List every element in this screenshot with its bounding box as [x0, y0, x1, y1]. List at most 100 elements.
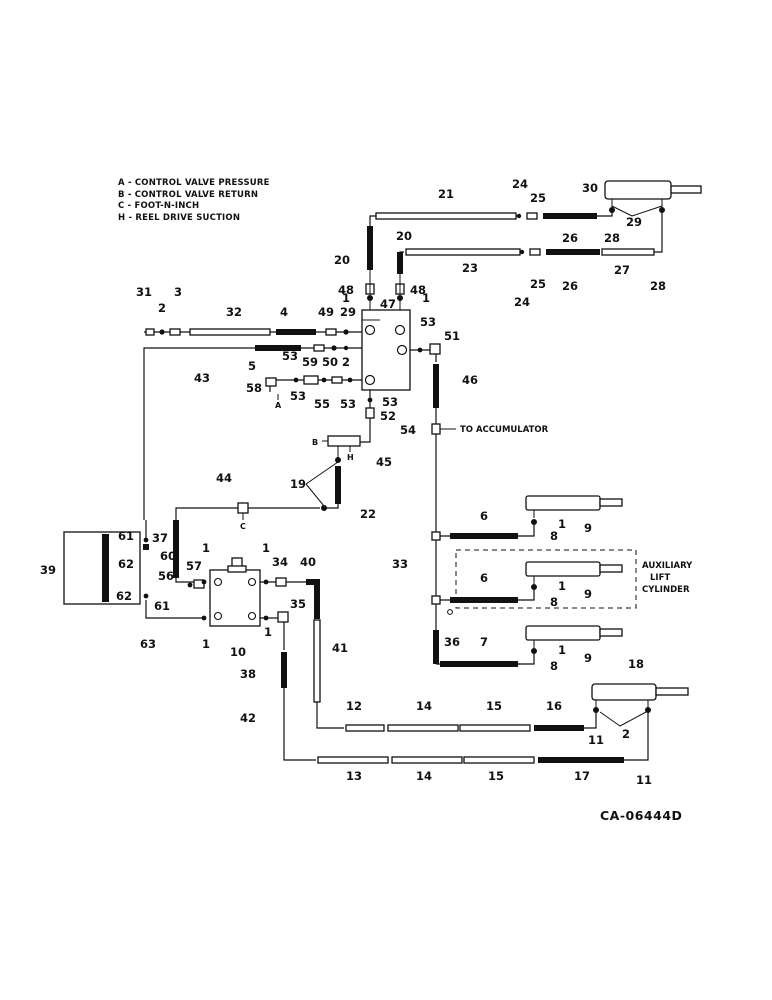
part-number-label: 59 — [302, 355, 318, 369]
part-number-label: 1 — [558, 643, 566, 657]
part-number-label: 10 — [230, 645, 246, 659]
supply-line-left — [144, 328, 362, 336]
legend: A - CONTROL VALVE PRESSURE B - CONTROL V… — [118, 178, 270, 224]
part-number-label: 4 — [280, 305, 288, 319]
part-number-label: 24 — [512, 177, 528, 191]
part-number-label: 31 — [136, 285, 152, 299]
part-number-label: 42 — [240, 711, 256, 725]
part-number-label: 60 — [160, 549, 176, 563]
part-number-label: 55 — [314, 397, 330, 411]
part-number-label: 9 — [584, 521, 592, 535]
part-number-label: 9 — [584, 587, 592, 601]
part-number-label: 41 — [332, 641, 348, 655]
part-number-label: 8 — [550, 529, 558, 543]
reel-lift-cylinder-lower — [591, 683, 689, 713]
part-number-label: 17 — [574, 769, 590, 783]
part-number-label: 1 — [262, 541, 270, 555]
part-number-label: 36 — [444, 635, 460, 649]
pressure-line-right — [410, 343, 520, 667]
part-number-label: 14 — [416, 699, 432, 713]
port-letter-b: B — [312, 438, 318, 447]
drawing-code: CA-06444D — [600, 808, 683, 823]
part-number-label: 48 — [338, 283, 354, 297]
part-number-label: 5 — [248, 359, 256, 373]
reservoir-39 — [63, 520, 206, 619]
lift-cylinder-upper — [440, 495, 623, 539]
part-number-label: 20 — [396, 229, 412, 243]
auxiliary-label-1: AUXILIARY — [642, 561, 693, 571]
part-number-label: 35 — [290, 597, 306, 611]
part-number-label: 15 — [486, 699, 502, 713]
part-number-label: 2 — [158, 301, 166, 315]
part-number-label: 1 — [202, 541, 210, 555]
part-number-label: 9 — [584, 651, 592, 665]
part-number-label: 29 — [626, 215, 642, 229]
control-valve-47 — [361, 309, 411, 391]
part-number-label: 6 — [480, 509, 488, 523]
part-number-label: 1 — [264, 625, 272, 639]
part-number-label: 48 — [410, 283, 426, 297]
part-number-label: 7 — [480, 635, 488, 649]
port-letter-a: A — [275, 401, 282, 410]
part-number-label: 8 — [550, 595, 558, 609]
part-number-label: 45 — [376, 455, 392, 469]
legend-a: A - CONTROL VALVE PRESSURE — [118, 178, 270, 188]
part-number-label: 15 — [488, 769, 504, 783]
part-number-label: 28 — [650, 279, 666, 293]
legend-h: H - REEL DRIVE SUCTION — [118, 212, 241, 223]
part-number-label: 43 — [194, 371, 210, 385]
part-number-label: 53 — [420, 315, 436, 329]
part-number-label: 11 — [636, 773, 652, 787]
part-number-label: 62 — [116, 589, 132, 603]
part-number-label: 46 — [462, 373, 478, 387]
part-number-label: 52 — [380, 409, 396, 423]
part-number-label: 26 — [562, 279, 578, 293]
part-number-label: 1 — [558, 517, 566, 531]
part-number-label: 57 — [186, 559, 202, 573]
part-number-label: 21 — [438, 187, 454, 201]
part-number-label: 13 — [346, 769, 362, 783]
to-accumulator-label: TO ACCUMULATOR — [460, 425, 549, 435]
port-letter-c: C — [240, 522, 246, 531]
part-number-label: 50 — [322, 355, 338, 369]
part-number-label: 53 — [382, 395, 398, 409]
part-number-label: 1 — [422, 291, 430, 305]
part-number-label: 28 — [604, 231, 620, 245]
part-number-label: 16 — [546, 699, 562, 713]
part-number-label: 2 — [622, 727, 630, 741]
part-number-label: 12 — [346, 699, 362, 713]
part-number-label: 38 — [240, 667, 256, 681]
part-number-label: 51 — [444, 329, 460, 343]
part-number-label: 6 — [480, 571, 488, 585]
part-number-label: 29 — [340, 305, 356, 319]
legend-b: B - CONTROL VALVE RETURN — [118, 189, 259, 200]
part-number-label: 8 — [550, 659, 558, 673]
part-number-label: 30 — [582, 181, 598, 195]
hose-line-21-group — [367, 210, 613, 270]
part-number-label: 24 — [514, 295, 530, 309]
part-number-label: 54 — [400, 423, 416, 437]
part-number-label: 33 — [392, 557, 408, 571]
part-number-label: 53 — [290, 389, 306, 403]
part-number-label: 32 — [226, 305, 242, 319]
port-letter-h: H — [347, 453, 354, 462]
part-number-label: 61 — [118, 529, 134, 543]
part-number-label: 18 — [628, 657, 644, 671]
line-42-group — [260, 611, 649, 764]
return-line-43 — [143, 344, 362, 520]
line-40-group — [260, 577, 597, 732]
part-number-label: 39 — [40, 563, 56, 577]
line-45-group — [175, 390, 375, 520]
lift-cylinder-lower — [518, 625, 623, 665]
part-number-label: 34 — [272, 555, 288, 569]
part-number-label: 53 — [340, 397, 356, 411]
part-number-label: 1 — [202, 637, 210, 651]
part-number-label: 27 — [614, 263, 630, 277]
part-number-label: 62 — [118, 557, 134, 571]
foot-n-inch-valve-10 — [201, 557, 269, 627]
reel-lift-cylinder-top — [604, 180, 702, 213]
part-number-label: 26 — [562, 231, 578, 245]
part-number-label: 23 — [462, 261, 478, 275]
part-number-label: 3 — [174, 285, 182, 299]
